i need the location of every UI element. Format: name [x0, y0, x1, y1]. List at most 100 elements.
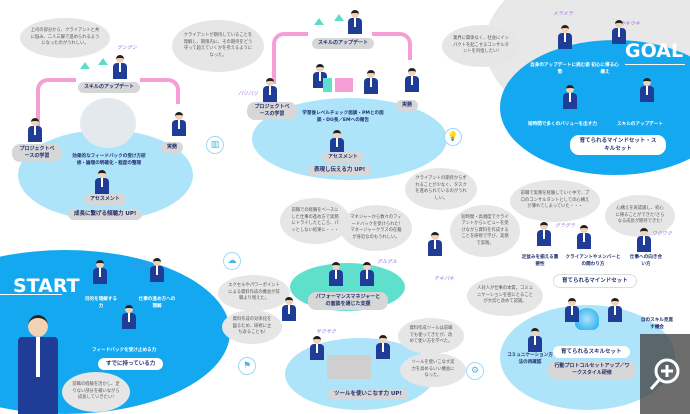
speech-bubble: 前職で実務を経験していく中で、プロのコンサルタントとしての心構えが薄れてしまって…	[510, 180, 600, 222]
cycle2-badge: 表現し伝える力 UP!	[308, 165, 372, 176]
toolbox-icon	[327, 355, 371, 379]
person-figure	[150, 258, 164, 282]
speech-bubble: 前職での経験をベースにした仕事の進め方で実務にトライしたところ、パッとしない結果…	[280, 198, 350, 244]
mindset-badge: 育てられるマインドセット	[553, 274, 637, 288]
start-underline	[0, 294, 62, 295]
onomatopoeia: バリバリ	[238, 91, 259, 97]
person-figure	[329, 262, 343, 286]
campfire-icon	[575, 308, 599, 330]
flag-icon: ⚑	[238, 357, 256, 375]
performance-badge: パフォーマンスマネジャーとの面談を通じた支援	[308, 292, 388, 310]
cycle-step: スキルのアップデート	[78, 82, 141, 93]
cycle1-badge: 成長に繋げる傾聴力 UP!	[68, 209, 143, 220]
person-figure	[364, 70, 378, 94]
person-figure	[172, 112, 186, 136]
speech-bubble: 資料作成の効率化を図るため、研修に立ち返ることも!	[222, 310, 282, 344]
cycle-step: 実務	[396, 100, 419, 111]
cycle-center-text: 効果的なフィードバックの受け方研修・論理の明確化・程度の整理	[72, 154, 146, 166]
goal-item: 自身のアップデートに挑む姿勢	[530, 63, 590, 75]
person-figure	[558, 25, 572, 49]
cycle-center-text: 学習後レベルチェック面談・PMとの面談・DU長／EMへの報告	[302, 111, 384, 123]
onomatopoeia: ワクワク	[130, 263, 151, 269]
person-figure	[263, 78, 277, 102]
person-figure	[376, 335, 390, 359]
gear-icon: ⚙	[466, 362, 484, 380]
cycle-arrow	[372, 32, 412, 60]
onomatopoeia: メラメラ	[553, 11, 573, 17]
onomatopoeia: サクサク	[316, 329, 337, 335]
person-figure	[405, 68, 419, 92]
goal-item: 短時間で多くのバリューを出す力	[528, 122, 597, 127]
chart-board-icon	[323, 78, 353, 92]
cycle-arrow	[140, 78, 180, 104]
goal-speech-bubble: 業界に関係なく、社会にインパクトを起こせるコンサルタントを目指したい!	[442, 25, 520, 67]
person-figure	[608, 298, 622, 322]
skillset-training: 行動プロトコルセットアップ／ワークスタイル研修	[548, 361, 636, 379]
person-figure	[612, 20, 626, 44]
person-figure	[528, 328, 542, 352]
start-item: 仕事の進め方への理解	[138, 297, 176, 309]
skillset-item: 自のスキル見直す機会	[640, 318, 674, 330]
cycle-arrow	[272, 32, 308, 84]
speech-bubble: 短時間・高頻度でクライアントからレビューを受けながら資料を作成することを研修で学…	[450, 205, 520, 257]
speech-bubble: ツールを使いこなす実力を高めるいい機会になった。	[400, 353, 466, 387]
walking-person	[282, 297, 296, 321]
person-figure	[537, 222, 551, 246]
person-figure	[330, 130, 344, 154]
onomatopoeia: グングン	[117, 45, 138, 51]
walking-person	[428, 232, 442, 256]
start-badge: すでに持っている力	[98, 358, 164, 370]
growth-arrow-icon	[334, 14, 344, 21]
person-figure	[93, 260, 107, 284]
main-person-figure	[18, 315, 58, 414]
start-item: フィードバックを受け止める力	[92, 348, 157, 353]
onomatopoeia: テキパキ	[434, 276, 455, 282]
speech-bubble: クライアントの期待からずれることが少なく、タスクを進められているのがうれしい。	[405, 168, 477, 210]
person-figure	[563, 85, 577, 109]
zoom-button[interactable]	[640, 334, 690, 414]
growth-arrow-icon	[314, 18, 324, 25]
person-figure	[28, 118, 42, 142]
person-figure	[95, 170, 109, 194]
cycle-arrow	[36, 78, 76, 126]
goal-underline	[625, 64, 685, 65]
speech-bubble: 人対人が仕事の本質。コミュニケーションを密にとることが大切と改めて認識。	[467, 276, 543, 316]
speech-bubble: エクセルやパワーポイントによる資料作成の機会が前職より増えた。	[218, 275, 290, 311]
onomatopoeia: グラグラ	[555, 223, 576, 229]
speech-bubble: 資料作成ツールは前職でも使ってきたが、改めて使い方を学べた。	[398, 318, 464, 354]
person-figure	[640, 78, 654, 102]
cycle-step: アセスメント	[84, 194, 126, 205]
chart-icon: ▥	[206, 136, 224, 154]
mindset-item: 足並みを揃える重要性	[521, 255, 559, 267]
person-figure	[113, 55, 127, 79]
goal-title: GOAL	[625, 40, 684, 62]
goal-badge: 育てられるマインドセット・スキルセット	[570, 135, 666, 155]
person-figure	[565, 298, 579, 322]
tools-badge: ツールを使いこなす力 UP!	[328, 389, 408, 400]
person-figure	[637, 228, 651, 252]
cloud-network-icon: ☁	[223, 252, 241, 270]
speech-bubble: マネジャーから数々のフィードバックを受けられた!マネージャークラスの在籍が身近な…	[340, 205, 412, 251]
feedback-dome	[80, 98, 136, 148]
person-figure	[122, 305, 136, 329]
person-figure	[577, 225, 591, 249]
growth-arrow-icon	[98, 58, 108, 65]
growth-arrow-icon	[80, 62, 90, 69]
skillset-badge: 育てられるスキルセット	[553, 346, 630, 358]
person-figure	[348, 10, 362, 34]
goal-item: スキルのアップデート	[617, 122, 663, 127]
cycle-step: プロジェクトベースの学習	[247, 102, 297, 120]
onomatopoeia: ウキウキ	[620, 21, 641, 27]
cycle-step: スキルのアップデート	[312, 38, 375, 49]
cycle-step: 実務	[161, 142, 184, 153]
speech-bubble: クライアントが期待していることを理解し、期限内に、その期待をどう守って超えていく…	[172, 20, 264, 72]
onomatopoeia: グルグル	[377, 259, 398, 265]
start-title: START	[13, 275, 80, 297]
cycle-step: アセスメント	[322, 152, 364, 163]
cycle-step: プロジェクトベースの学習	[12, 144, 62, 162]
mindset-item: クライアントやメンバーとの関わり方	[565, 255, 621, 267]
person-figure	[310, 336, 324, 360]
mindset-item: 仕事への向き合い方	[629, 255, 663, 267]
onomatopoeia: ワクワク	[652, 231, 673, 237]
